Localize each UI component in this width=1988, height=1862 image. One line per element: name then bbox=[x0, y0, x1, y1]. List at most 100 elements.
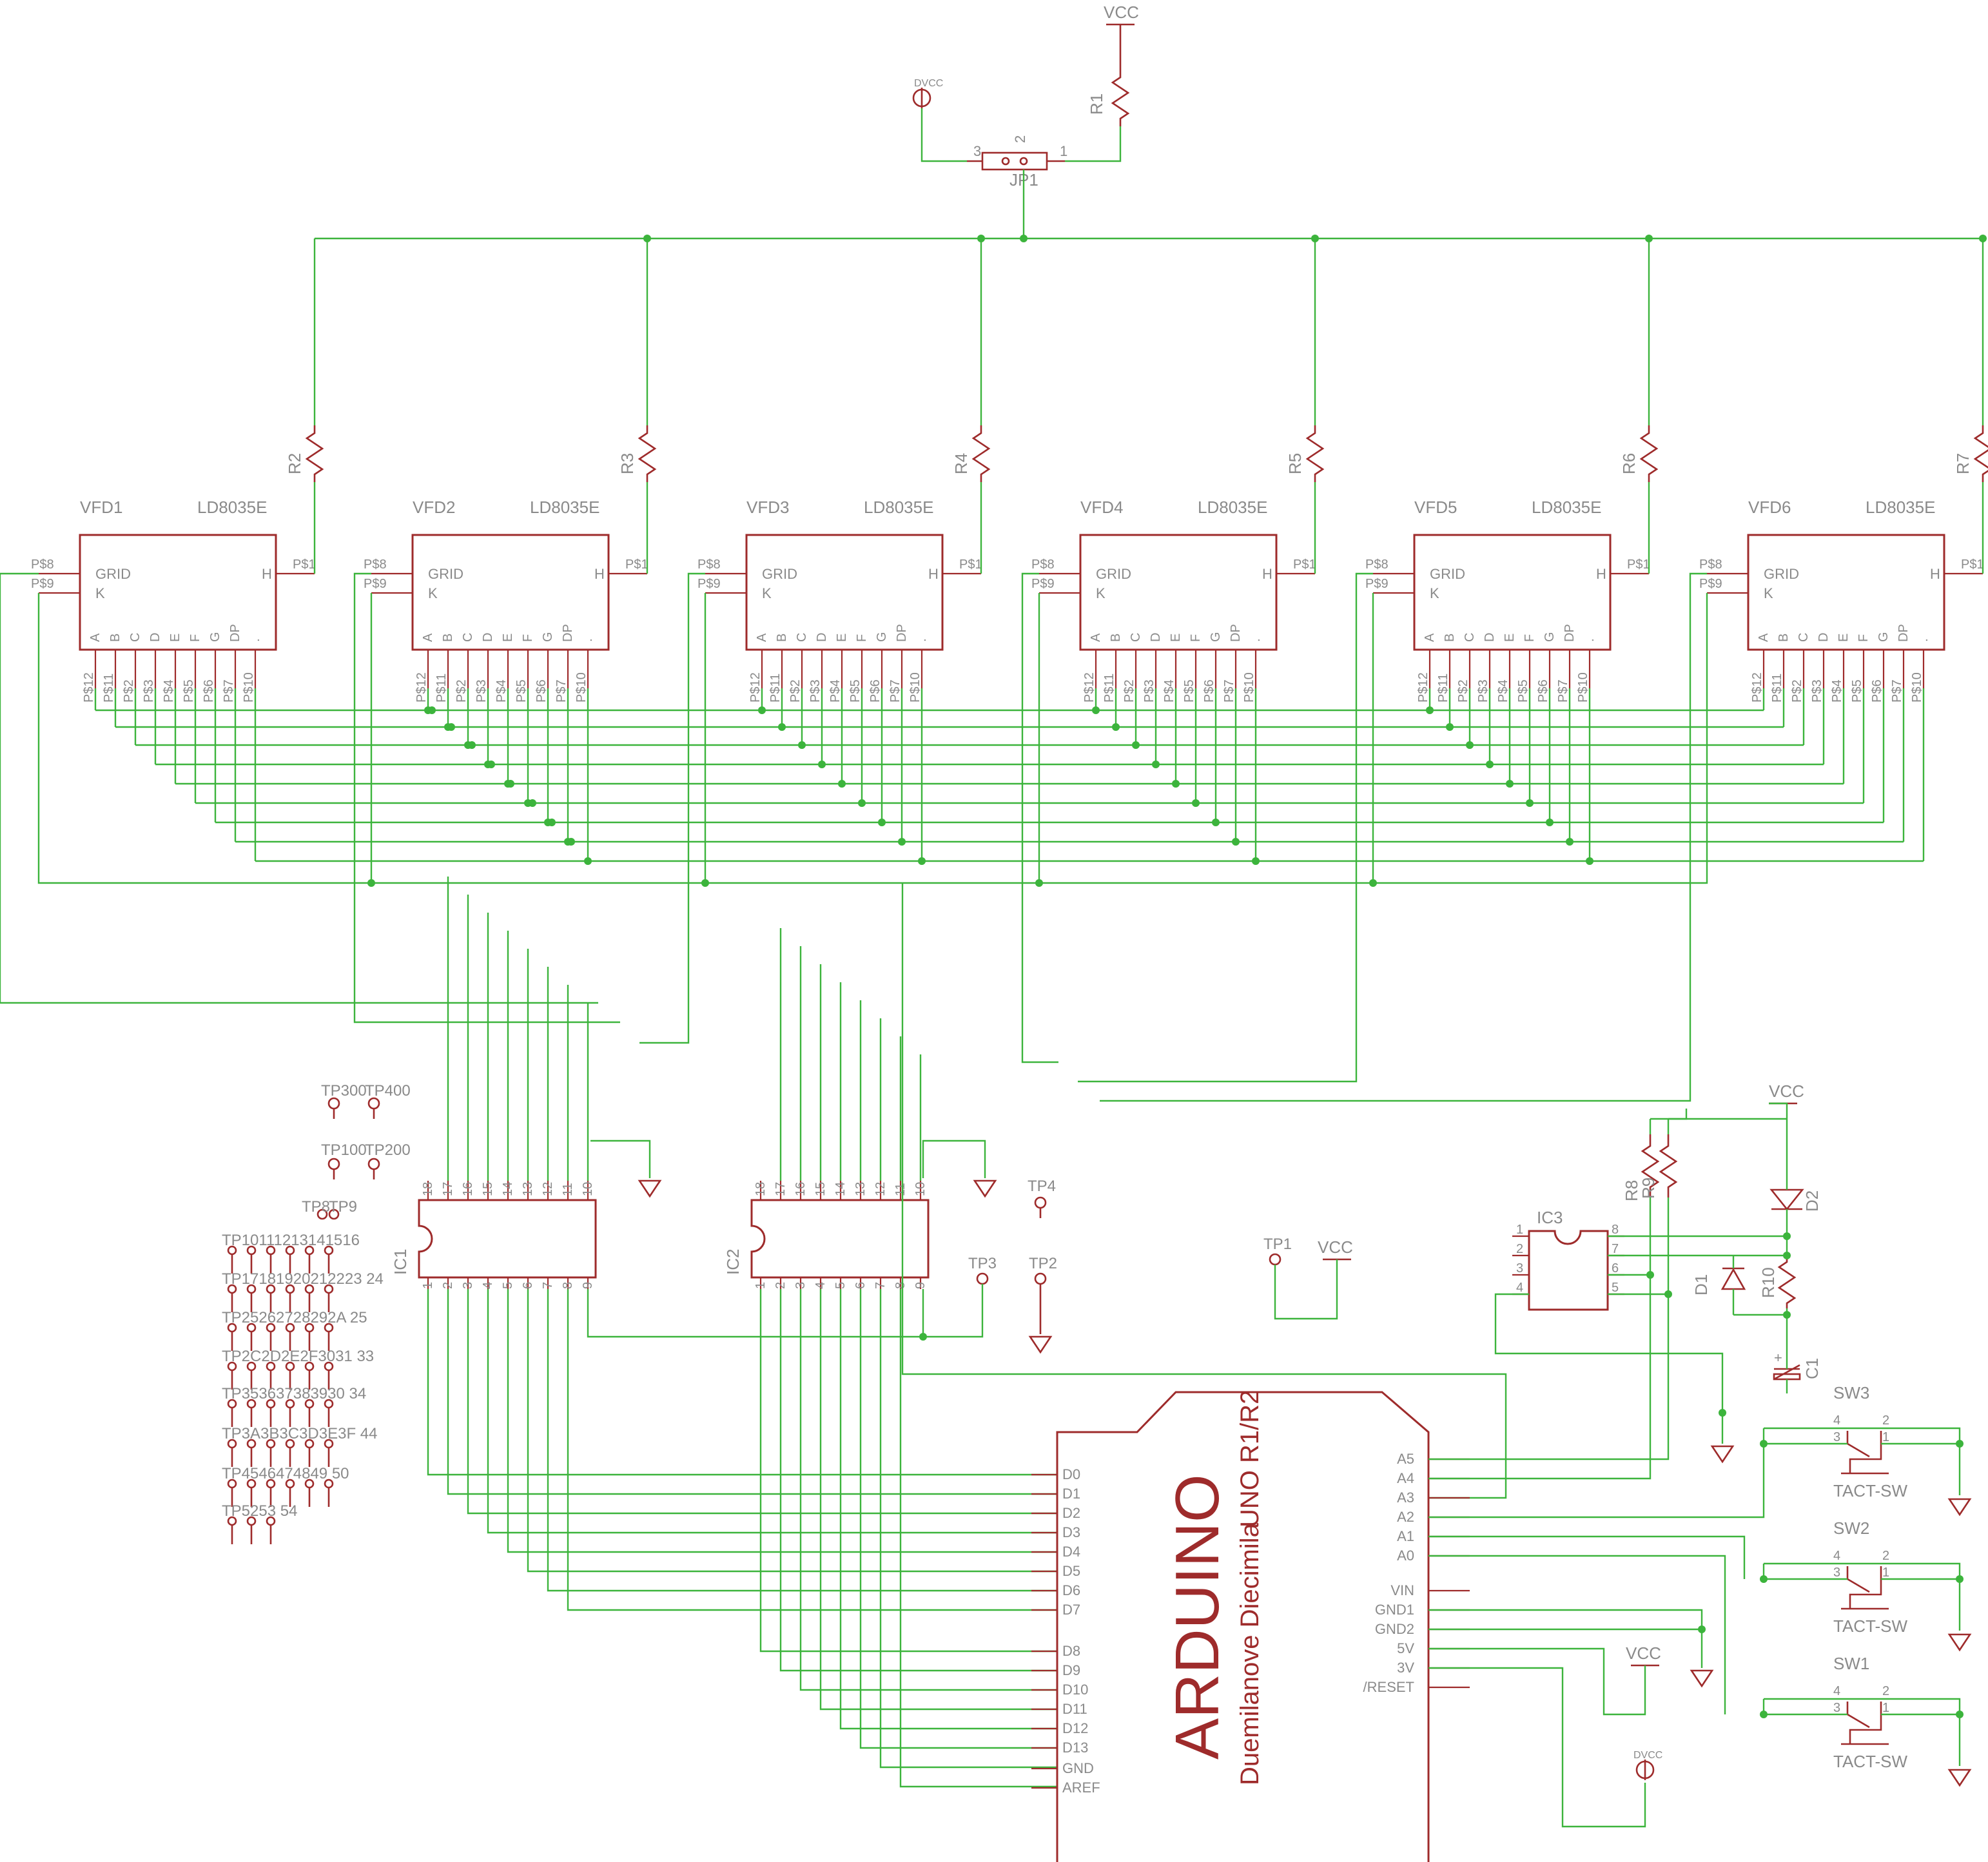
junction-dot bbox=[567, 838, 575, 846]
vfd-bottom-pin: P$12 bbox=[82, 672, 96, 703]
junction-dot bbox=[1192, 799, 1200, 807]
junction-dot bbox=[1956, 1575, 1964, 1583]
vfd-seg-label: E bbox=[501, 634, 515, 642]
vfd-seg-label: A bbox=[88, 633, 102, 642]
vfd-seg-label: E bbox=[1169, 634, 1183, 642]
vfd-k-label: K bbox=[95, 585, 105, 601]
ic-bottom-pin: 5 bbox=[501, 1282, 515, 1289]
vfd-bottom-pin: P$5 bbox=[1516, 679, 1530, 703]
ic-top-pin: 18 bbox=[754, 1182, 768, 1196]
vfd-name: VFD4 bbox=[1080, 498, 1123, 517]
vfd-seg-label: DP bbox=[561, 624, 575, 642]
vfd-name: VFD5 bbox=[1414, 498, 1457, 517]
ic3-left-pin: 4 bbox=[1516, 1281, 1523, 1295]
junction-dot bbox=[1956, 1440, 1964, 1448]
switch-pin: 4 bbox=[1833, 1549, 1840, 1563]
switch-name: SW1 bbox=[1833, 1654, 1869, 1673]
vfd-bottom-pin: P$10 bbox=[1576, 672, 1590, 703]
ground-symbol bbox=[1947, 1633, 1972, 1652]
junction-dot bbox=[1426, 706, 1434, 714]
vfd-seg-label: G bbox=[1876, 632, 1891, 642]
vfd-pin-p1: P$1 bbox=[293, 558, 316, 572]
vfd-pin-p8: P$8 bbox=[364, 558, 387, 572]
vfd-bottom-pin: P$5 bbox=[848, 679, 862, 703]
ic-bottom-pin: 4 bbox=[481, 1282, 495, 1289]
arduino-pin-3v: 3V bbox=[1397, 1660, 1414, 1676]
vfd-part: LD8035E bbox=[197, 498, 267, 517]
tp-row-label: TP2C2D2E2F3031 33 bbox=[222, 1348, 374, 1365]
vfd-seg-label: C bbox=[1129, 633, 1143, 642]
vfd-pullup: R5 bbox=[1285, 425, 1325, 482]
vfd-h-label: H bbox=[1596, 566, 1606, 582]
grid-line bbox=[1078, 572, 1373, 1083]
ground-symbol bbox=[1947, 1769, 1972, 1787]
vfd-grid-label: GRID bbox=[1096, 566, 1131, 582]
junction-dot bbox=[1466, 741, 1474, 749]
vfd-seg-label: G bbox=[875, 632, 889, 642]
vfd-bottom-pin: P$6 bbox=[868, 679, 882, 703]
vfd-pullup: R2 bbox=[285, 425, 324, 482]
ic3-right-pin: 8 bbox=[1612, 1223, 1619, 1237]
vfd-name: VFD1 bbox=[80, 498, 122, 517]
d2-label: D2 bbox=[1802, 1190, 1822, 1212]
arduino-pin-d3: D3 bbox=[1062, 1524, 1080, 1540]
ic-name: IC1 bbox=[391, 1249, 410, 1275]
switch-pin: 3 bbox=[1833, 1566, 1840, 1580]
vfd-pullup-label: R3 bbox=[618, 453, 637, 474]
vfd-seg-label: E bbox=[835, 634, 849, 642]
vfd-bottom-pin: P$3 bbox=[142, 679, 156, 703]
switch-name: SW3 bbox=[1833, 1383, 1869, 1402]
ic1-ground bbox=[590, 1140, 662, 1198]
vfd-pin-p1: P$1 bbox=[1627, 558, 1650, 572]
vcc-tp1-label: VCC bbox=[1318, 1237, 1353, 1257]
vfd-bottom-pin: P$6 bbox=[1870, 679, 1884, 703]
ic-bottom-pin: 5 bbox=[833, 1282, 848, 1289]
vfd-k-label: K bbox=[1096, 585, 1106, 601]
ic-top-pin: 14 bbox=[501, 1182, 515, 1196]
vfd-bottom-pin: P$10 bbox=[908, 672, 922, 703]
junction-dot bbox=[548, 819, 556, 826]
ic3-left-pin: 3 bbox=[1516, 1261, 1523, 1275]
vfd-pin-p8: P$8 bbox=[1031, 558, 1055, 572]
vfd-seg-label: G bbox=[1209, 632, 1223, 642]
tp-row: TP5253 54 bbox=[222, 1502, 297, 1544]
vfd-bottom-pin: P$12 bbox=[748, 672, 763, 703]
vfd-seg-label: . bbox=[1249, 638, 1263, 642]
ic-bottom-pin: 3 bbox=[794, 1282, 808, 1289]
grid-line bbox=[0, 572, 598, 1004]
vfd-seg-label: F bbox=[1523, 634, 1537, 642]
vfd-grid-label: GRID bbox=[762, 566, 797, 582]
ic2-a3-line bbox=[901, 883, 1507, 1499]
arduino-pin-d5: D5 bbox=[1062, 1563, 1080, 1579]
vfd-bottom-pin: P$11 bbox=[1770, 674, 1784, 703]
vfd-k-label: K bbox=[428, 585, 438, 601]
tp-row-label: TP25262728292A 25 bbox=[222, 1309, 367, 1326]
vfd-seg-label: D bbox=[1817, 633, 1831, 642]
jp1-pin-1: 1 bbox=[1060, 143, 1067, 159]
arduino-pin-a3: A3 bbox=[1397, 1489, 1414, 1506]
arduino-pin-5v: 5V bbox=[1397, 1640, 1414, 1656]
vfd-grid-label: GRID bbox=[1430, 566, 1465, 582]
vfd-pin-p1: P$1 bbox=[1961, 558, 1984, 572]
driver-ics: IC1181172163154145136127118109IC21811721… bbox=[391, 706, 1507, 1788]
vfd-seg-label: E bbox=[1837, 634, 1851, 642]
vfd-bottom-pin: P$11 bbox=[434, 674, 449, 703]
vfd-bottom-pin: P$2 bbox=[1456, 679, 1470, 703]
vfd-bottom-pin: P$11 bbox=[1102, 674, 1116, 703]
vfd-pin-p9: P$9 bbox=[31, 577, 54, 591]
vfd-bottom-pin: P$3 bbox=[1142, 679, 1156, 703]
switch-pin: 4 bbox=[1833, 1413, 1840, 1428]
vfd-pin-p9: P$9 bbox=[697, 577, 721, 591]
vfd-seg-label: E bbox=[168, 634, 182, 642]
tp-row: TP17181920212223 24 bbox=[222, 1270, 384, 1312]
r8-label: R8 bbox=[1622, 1180, 1641, 1201]
vfd-body bbox=[1413, 534, 1612, 651]
switch-pin: 2 bbox=[1882, 1413, 1889, 1428]
vfd-pin-p8: P$8 bbox=[697, 558, 721, 572]
vfd-seg-label: D bbox=[1149, 633, 1163, 642]
vcc-right: VCC bbox=[1769, 1081, 1804, 1105]
vfd-seg-label: C bbox=[128, 633, 142, 642]
